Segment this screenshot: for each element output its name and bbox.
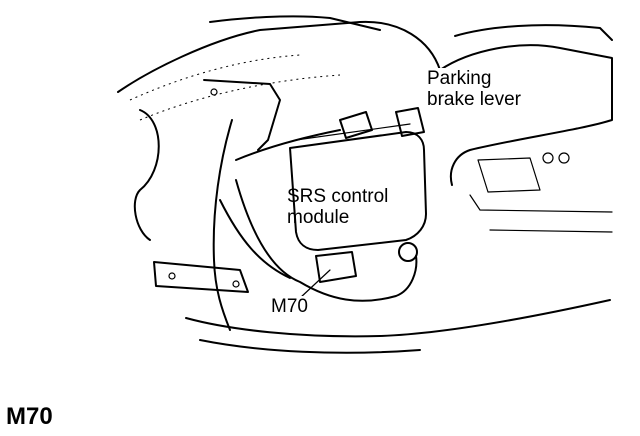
m70-connector [315, 251, 357, 283]
parking-label-line1: Parking [427, 68, 492, 89]
floor-outline [117, 20, 441, 93]
tunnel-left [212, 119, 233, 331]
left-panel [133, 109, 160, 241]
parking-label-line2: brake lever [427, 89, 521, 110]
top-connector-2 [395, 107, 425, 137]
bracket-bolt-icon-3 [168, 272, 176, 280]
figure-caption: M70 [6, 403, 53, 430]
srs-module-top-edge [295, 123, 411, 141]
floor-bottom-2 [199, 339, 421, 354]
bracket-bottom-left [153, 261, 249, 293]
srs-module-body [289, 131, 427, 251]
bracket-bolt-icon-2 [232, 280, 240, 288]
lever-bolt-icon-2 [558, 152, 570, 164]
lever-bracket [477, 157, 541, 193]
srs-control-module-label: SRS control module [286, 186, 389, 228]
connector-label: M70 [270, 296, 309, 317]
top-connector [339, 111, 373, 139]
srs-label-line1: SRS control [287, 186, 389, 207]
ground-bolt-icon [398, 242, 418, 262]
parking-brake-lever-label: Parking brake lever [426, 68, 522, 110]
floor-bottom [185, 299, 611, 338]
wire-harness-2 [219, 199, 291, 279]
bracket-top-left [203, 79, 281, 151]
lever-bolt-icon [542, 152, 554, 164]
parking-brake-lever [439, 44, 613, 186]
lever-base [469, 194, 613, 233]
lever-grip [454, 24, 613, 41]
bracket-bolt-icon [210, 88, 218, 96]
carpet-texture [129, 54, 341, 121]
srs-label-line2: module [287, 207, 350, 228]
wire-harness [235, 129, 418, 302]
m70-pointer [299, 269, 331, 299]
floor-front-edge [209, 15, 381, 31]
